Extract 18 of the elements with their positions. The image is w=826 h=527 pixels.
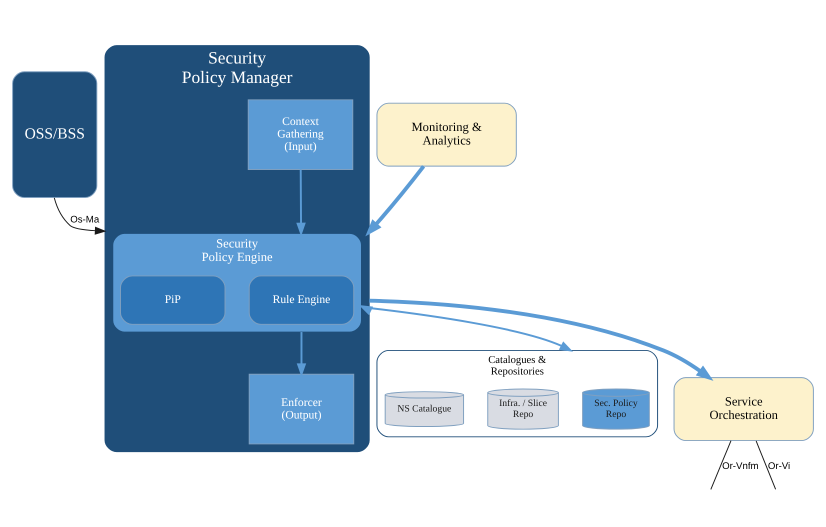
- arrow: [365, 164, 426, 236]
- connector: [710, 440, 732, 490]
- node-box: Enforcer (Output): [248, 373, 354, 444]
- node-box: Service Orchestration: [674, 376, 814, 441]
- arrow: [296, 332, 306, 376]
- arrow: [296, 169, 306, 236]
- node-box: Context Gathering (Input): [248, 98, 354, 170]
- edge-label: Or-Vnfm: [722, 460, 759, 472]
- arrow: [358, 304, 574, 352]
- edge-label: Os-Ma: [70, 214, 100, 226]
- node-box: OSS/BSS: [12, 70, 98, 198]
- node-box: Rule Engine: [248, 274, 354, 324]
- arrow: [54, 196, 106, 234]
- connector: [756, 440, 776, 490]
- arrow: [369, 298, 714, 380]
- edge-label: Or-Vi: [768, 460, 790, 472]
- node-box: Monitoring & Analytics: [376, 102, 517, 166]
- node-box: PiP: [120, 274, 226, 324]
